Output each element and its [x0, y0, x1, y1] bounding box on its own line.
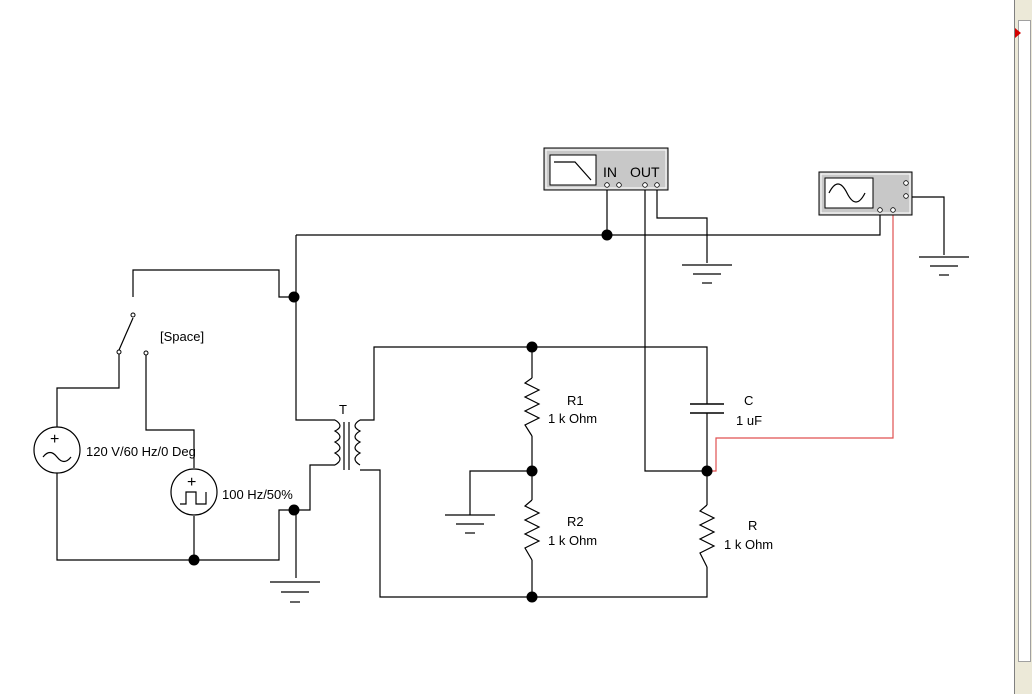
resistor-r1[interactable] [523, 377, 541, 437]
r1-value: 1 k Ohm [548, 411, 597, 426]
junction-node [526, 465, 538, 477]
switch-blade[interactable] [118, 317, 134, 351]
capacitor[interactable] [690, 395, 724, 417]
transformer[interactable] [333, 419, 362, 470]
switch[interactable] [116, 312, 149, 356]
svg-text:+: + [187, 474, 196, 491]
bode-plot-icon [549, 154, 597, 186]
wire [656, 188, 708, 263]
bode-terminal[interactable] [654, 182, 660, 188]
bode-plotter[interactable]: IN OUT [543, 147, 669, 191]
probe-wire [707, 214, 894, 472]
junction-node [288, 291, 300, 303]
resistor-r[interactable] [698, 504, 716, 568]
junction-node [601, 229, 613, 241]
junction-node [288, 504, 300, 516]
capacitor-value: 1 uF [736, 413, 762, 428]
switch-contact [116, 349, 122, 355]
ac-source-label: 120 V/60 Hz/0 Deg [86, 444, 196, 459]
r2-value: 1 k Ohm [548, 533, 597, 548]
wire [360, 469, 708, 598]
ground-icon [270, 581, 320, 603]
ground-icon [919, 256, 969, 276]
wire [360, 346, 708, 421]
wire [145, 355, 195, 468]
svg-text:+: + [50, 431, 59, 448]
sine-wave-icon [824, 177, 874, 209]
switch-key-label: [Space] [160, 329, 204, 344]
scope-terminal[interactable] [890, 207, 896, 213]
bode-terminal[interactable] [604, 182, 610, 188]
wire [908, 196, 945, 255]
junction-node [526, 591, 538, 603]
scrollbar-track[interactable] [1018, 20, 1031, 662]
wire [56, 350, 120, 427]
switch-contact [143, 350, 149, 356]
scope-terminal[interactable] [903, 180, 909, 186]
oscilloscope[interactable] [818, 171, 913, 216]
wire [644, 188, 707, 472]
wire [56, 473, 296, 561]
junction-node [701, 465, 713, 477]
bode-out-label: OUT [630, 164, 660, 180]
transformer-label: T [339, 402, 347, 417]
bode-terminal[interactable] [616, 182, 622, 188]
ground-icon [682, 264, 732, 284]
junction-nodes [188, 229, 713, 603]
resistor-r2[interactable] [523, 499, 541, 561]
scope-terminal[interactable] [877, 207, 883, 213]
r-name: R [748, 518, 757, 533]
capacitor-name: C [744, 393, 753, 408]
wires [56, 188, 945, 598]
r-value: 1 k Ohm [724, 537, 773, 552]
switch-contact [130, 312, 136, 318]
wire [296, 464, 335, 511]
scroll-position-marker-icon [1015, 28, 1021, 38]
r1-name: R1 [567, 393, 584, 408]
r2-name: R2 [567, 514, 584, 529]
scope-terminal[interactable] [903, 193, 909, 199]
junction-node [188, 554, 200, 566]
ground-icon [445, 514, 495, 534]
bode-terminal[interactable] [642, 182, 648, 188]
wire [469, 470, 532, 515]
wire [295, 297, 335, 421]
wire [132, 269, 296, 298]
junction-node [526, 341, 538, 353]
ac-source-icon[interactable]: + [33, 426, 81, 474]
vertical-scrollbar[interactable] [1014, 0, 1032, 694]
pulse-source-label: 100 Hz/50% [222, 487, 293, 502]
pulse-source-icon[interactable]: + [170, 468, 218, 516]
wire [296, 214, 881, 236]
bode-in-label: IN [603, 164, 617, 180]
